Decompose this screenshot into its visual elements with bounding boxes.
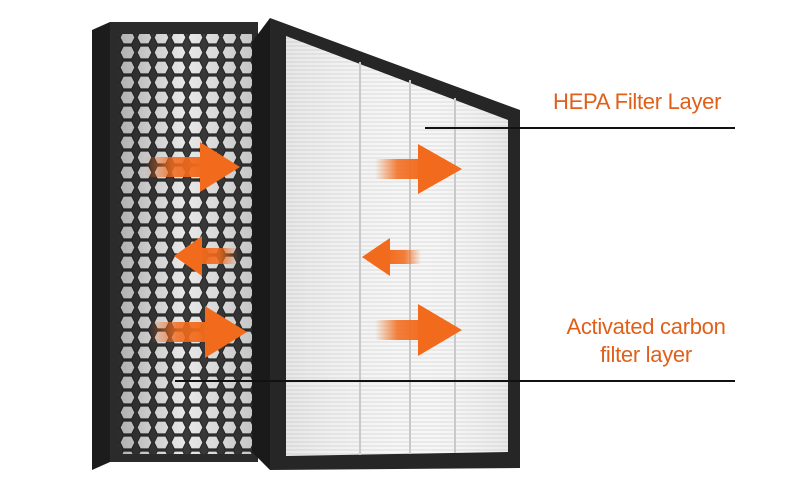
airflow-arrow-hepa-middle (362, 238, 421, 276)
airflow-arrow-carbon-bottom (150, 306, 247, 358)
hepa-filter-label-text: HEPA Filter Layer (553, 89, 722, 114)
carbon-filter-label: Activated carbon filter layer (557, 313, 735, 369)
carbon-filter-label-line1: Activated carbon (566, 314, 726, 339)
airflow-arrow-carbon-middle (174, 236, 238, 276)
carbon-frame-side (92, 22, 110, 470)
hepa-frame-side (252, 18, 270, 470)
hepa-filter-panel (252, 18, 520, 470)
carbon-filter-panel (92, 22, 258, 470)
airflow-arrow-hepa-top (375, 144, 462, 194)
airflow-arrow-carbon-top (145, 142, 240, 192)
airflow-arrow-hepa-bottom (375, 304, 462, 356)
hepa-filter-label: HEPA Filter Layer (553, 88, 721, 116)
carbon-filter-label-line2: filter layer (600, 342, 692, 367)
